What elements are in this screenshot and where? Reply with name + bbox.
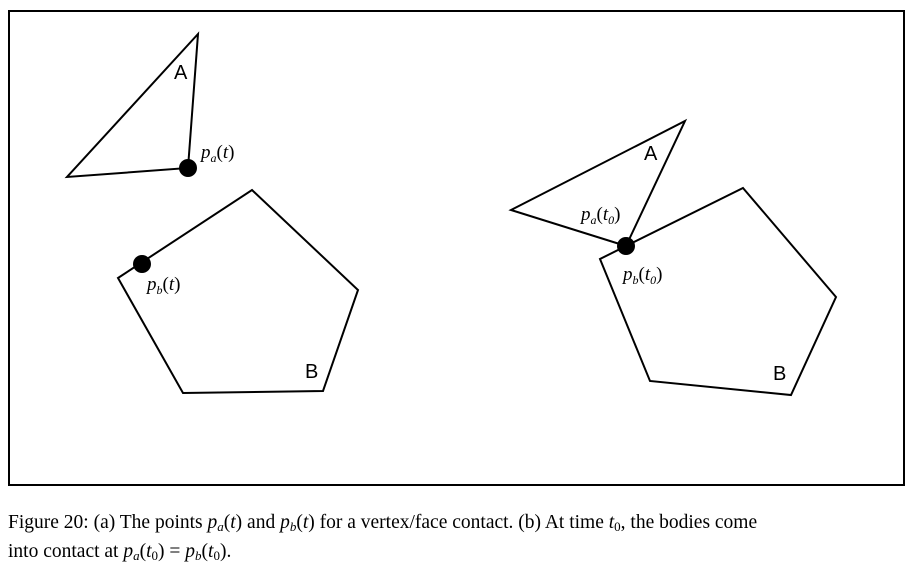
right-point-a-label: pa(t0) bbox=[579, 204, 620, 227]
left-contact-point-b bbox=[133, 255, 151, 273]
left-body-a-label: A bbox=[174, 62, 188, 84]
left-contact-point-a bbox=[179, 159, 197, 177]
left-body-b-label: B bbox=[305, 361, 318, 383]
caption-t0: t0 bbox=[608, 512, 621, 534]
caption-line-1: Figure 20: (a) The points pa(t) and pb(t… bbox=[8, 512, 758, 534]
right-body-b-pentagon bbox=[598, 186, 838, 397]
right-body-a-label: A bbox=[644, 143, 658, 165]
figure-frame bbox=[8, 10, 905, 486]
right-body-a-triangle bbox=[508, 118, 688, 248]
caption-pb-t: pb(t) bbox=[280, 512, 315, 534]
caption-line-2: into contact at pa(t0) = pb(t0). bbox=[8, 541, 232, 563]
right-body-b-label: B bbox=[773, 363, 786, 385]
left-body-a-triangle bbox=[64, 31, 200, 179]
figure-caption: Figure 20: (a) The points pa(t) and pb(t… bbox=[8, 508, 913, 566]
caption-pa-t0: pa(t0) bbox=[123, 541, 165, 563]
caption-pb-t0: pb(t0) bbox=[185, 541, 227, 563]
caption-pa-t: pa(t) bbox=[207, 512, 243, 534]
left-point-a-label: pa(t) bbox=[199, 142, 234, 165]
right-point-b-label: pb(t0) bbox=[621, 264, 662, 287]
left-point-b-label: pb(t) bbox=[145, 274, 180, 297]
left-panel: A pa(t) B pb(t) bbox=[64, 31, 360, 395]
right-contact-point bbox=[617, 237, 635, 255]
right-panel: A B pa(t0) pb(t0) bbox=[508, 118, 838, 397]
caption-figure-number: Figure 20: bbox=[8, 512, 89, 533]
